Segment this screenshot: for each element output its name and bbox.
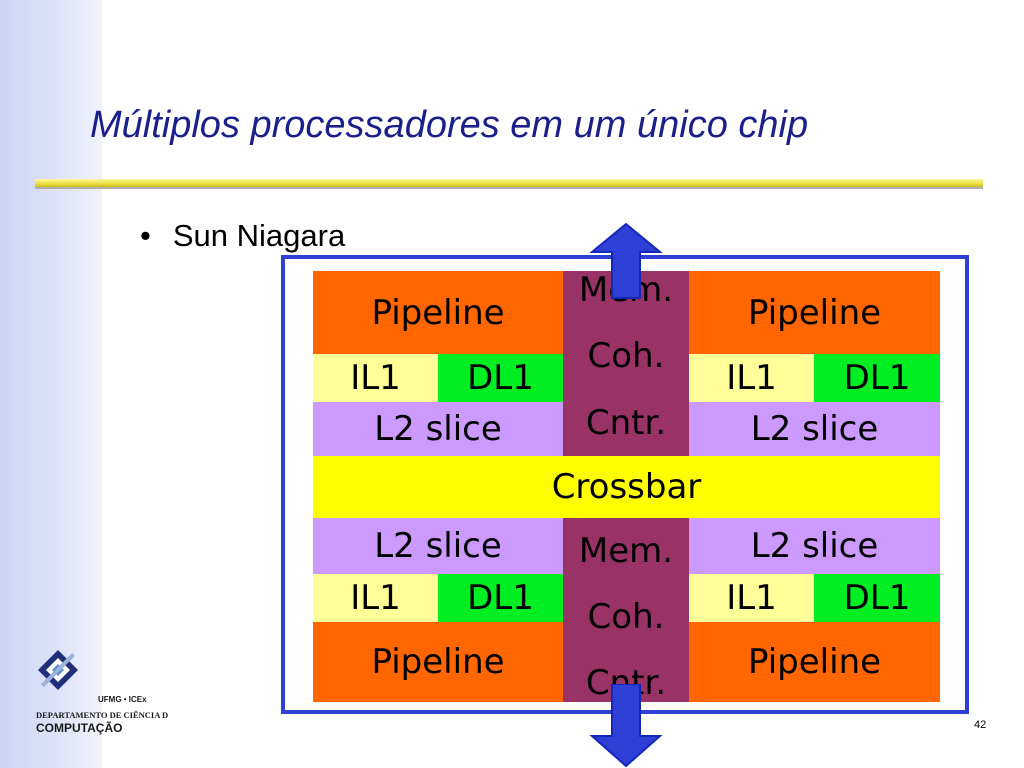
l2-slice-bottom-left: L2 slice [313,518,563,574]
dl1-bottom-right: DL1 [814,574,940,622]
il1-top-left: IL1 [313,354,438,402]
logo-mark-icon: UFMG • ICEx DEPARTAMENTO DE CIÊNCIA DA C… [36,650,175,735]
page-number: 42 [974,719,987,731]
cntr-label-top: Cntr. [585,402,667,443]
coh-label-bottom: Coh. [587,597,665,637]
pipeline-top-right: Pipeline [689,271,940,354]
pipeline-bottom-left: Pipeline [313,622,563,702]
dl1-bottom-left: DL1 [438,574,563,622]
bullet-dot: • [140,218,151,253]
mem-coh-cntr-top: Mem. Coh. Cntr. [563,271,689,456]
l2-slice-top-left: L2 slice [313,402,563,456]
l2-slice-top-right: L2 slice [689,402,940,456]
il1-bottom-left: IL1 [313,574,438,622]
arrow-up-icon [589,222,663,299]
crossbar: Crossbar [313,456,940,518]
title-underline [35,179,983,187]
il1-top-right: IL1 [689,354,814,402]
svg-text:COMPUTAÇÃO: COMPUTAÇÃO [36,720,122,735]
mem-coh-cntr-bottom: Mem. Coh. Cntr. [563,518,689,702]
coh-label-top: Coh. [587,336,665,377]
slide-title: Múltiplos processadores em um único chip [90,104,809,146]
svg-text:DEPARTAMENTO DE CIÊNCIA DA: DEPARTAMENTO DE CIÊNCIA DA [36,710,168,720]
il1-bottom-right: IL1 [689,574,814,622]
sidebar-gradient [0,0,102,768]
svg-text:UFMG • ICEx: UFMG • ICEx [98,695,147,704]
l2-slice-bottom-right: L2 slice [689,518,940,574]
dl1-top-left: DL1 [438,354,563,402]
dl1-top-right: DL1 [814,354,940,402]
pipeline-top-left: Pipeline [313,271,563,354]
pipeline-bottom-right: Pipeline [689,622,940,702]
ufmg-dcc-logo: UFMG • ICEx DEPARTAMENTO DE CIÊNCIA DA C… [36,646,175,736]
title-underline-shadow [35,187,983,189]
bullet-text: Sun Niagara [172,218,346,253]
bullet-item: • Sun Niagara [140,218,345,254]
arrow-down-icon [589,684,663,768]
mem-label-bottom: Mem. [578,531,674,571]
